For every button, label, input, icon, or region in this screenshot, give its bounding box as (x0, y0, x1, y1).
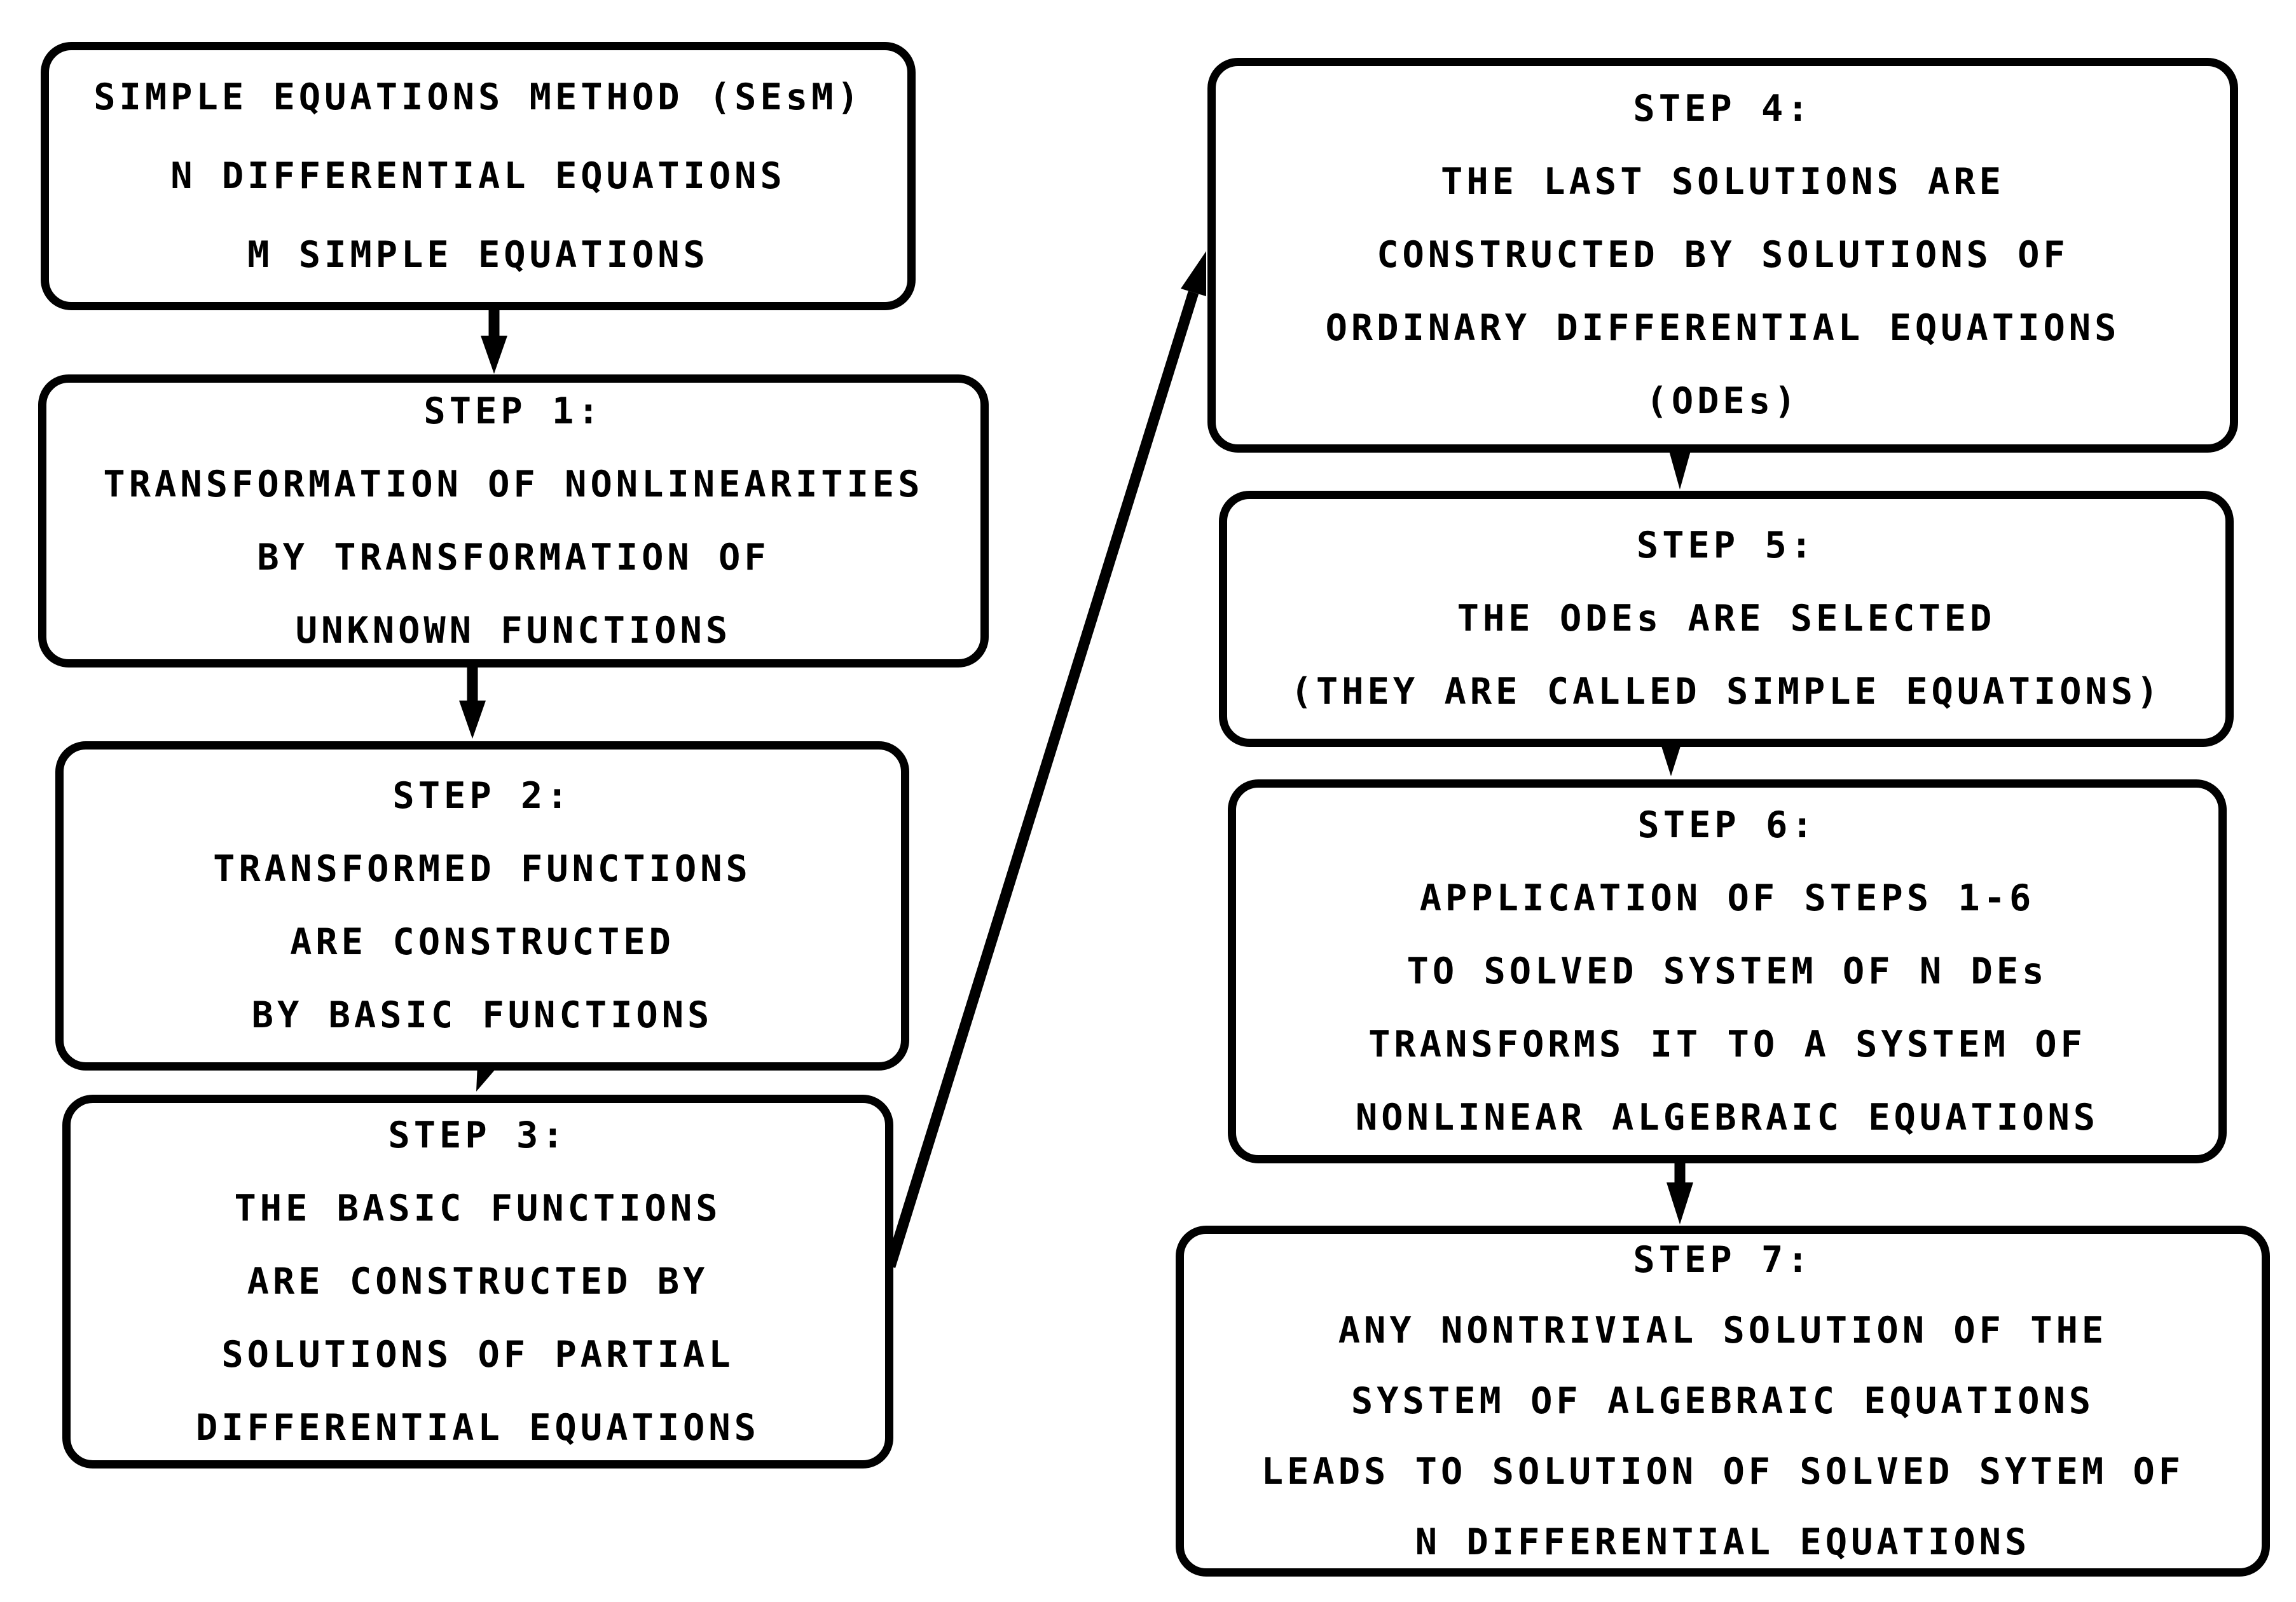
box-line: BY TRANSFORMATION OF (257, 536, 770, 578)
arrow-step6-to-step7 (1667, 1160, 1693, 1224)
box-line: ANY NONTRIVIAL SOLUTION OF THE (1338, 1309, 2108, 1352)
box-line: ARE CONSTRUCTED (290, 921, 675, 963)
box-line: STEP 6: (1637, 804, 1817, 846)
box-line: APPLICATION OF STEPS 1-6 (1419, 877, 2035, 919)
box-line: M SIMPLE EQUATIONS (247, 234, 709, 276)
box-line: (THEY ARE CALLED SIMPLE EQUATIONS) (1290, 671, 2162, 713)
box-line: ARE CONSTRUCTED BY (247, 1260, 709, 1303)
box-line: THE ODEs ARE SELECTED (1457, 598, 1996, 640)
box-step-4: STEP 4: THE LAST SOLUTIONS ARE CONSTRUCT… (1207, 58, 2238, 453)
box-line: STEP 4: (1633, 88, 1813, 130)
box-line: NONLINEAR ALGEBRAIC EQUATIONS (1355, 1096, 2100, 1139)
arrow-sesm-to-step1 (481, 307, 507, 374)
box-line: THE BASIC FUNCTIONS (234, 1187, 722, 1229)
box-line: STEP 2: (392, 775, 572, 817)
box-step-1: STEP 1: TRANSFORMATION OF NONLINEARITIES… (38, 374, 989, 668)
box-line: SOLUTIONS OF PARTIAL (221, 1333, 734, 1376)
arrow-step3-to-step4 (884, 251, 1206, 1268)
box-step-6: STEP 6: APPLICATION OF STEPS 1-6 TO SOLV… (1228, 779, 2227, 1163)
box-line: TRANSFORMED FUNCTIONS (213, 848, 752, 890)
box-step-3: STEP 3: THE BASIC FUNCTIONS ARE CONSTRUC… (62, 1095, 893, 1468)
box-line: N DIFFERENTIAL EQUATIONS (170, 155, 786, 197)
box-step-5: STEP 5: THE ODEs ARE SELECTED (THEY ARE … (1219, 491, 2234, 747)
box-line: TO SOLVED SYSTEM OF N DEs (1406, 950, 2048, 992)
box-line: STEP 7: (1633, 1238, 1813, 1281)
box-line: UNKNOWN FUNCTIONS (295, 609, 732, 652)
box-line: STEP 5: (1636, 524, 1817, 566)
arrow-step1-to-step2 (459, 665, 486, 739)
box-line: ORDINARY DIFFERENTIAL EQUATIONS (1325, 307, 2121, 349)
box-line: STEP 3: (388, 1114, 568, 1156)
box-step-2: STEP 2: TRANSFORMED FUNCTIONS ARE CONSTR… (55, 741, 909, 1071)
box-line: STEP 1: (423, 390, 603, 432)
box-line: SIMPLE EQUATIONS METHOD (SEsM) (93, 76, 863, 118)
box-line: CONSTRUCTED BY SOLUTIONS OF (1377, 234, 2069, 276)
box-line: (ODEs) (1646, 380, 1800, 422)
box-step-7: STEP 7: ANY NONTRIVIAL SOLUTION OF THE S… (1176, 1226, 2270, 1577)
box-line: BY BASIC FUNCTIONS (251, 994, 713, 1036)
box-line: DIFFERENTIAL EQUATIONS (196, 1406, 760, 1449)
box-sesm-header: SIMPLE EQUATIONS METHOD (SEsM) N DIFFERE… (41, 42, 916, 310)
box-line: TRANSFORMATION OF NONLINEARITIES (103, 463, 924, 505)
box-line: LEADS TO SOLUTION OF SOLVED SYTEM OF (1261, 1450, 2185, 1493)
box-line: N DIFFERENTIAL EQUATIONS (1415, 1521, 2031, 1563)
box-line: TRANSFORMS IT TO A SYSTEM OF (1368, 1023, 2086, 1065)
box-line: SYSTEM OF ALGEBRAIC EQUATIONS (1351, 1380, 2095, 1422)
box-line: THE LAST SOLUTIONS ARE (1441, 161, 2005, 203)
